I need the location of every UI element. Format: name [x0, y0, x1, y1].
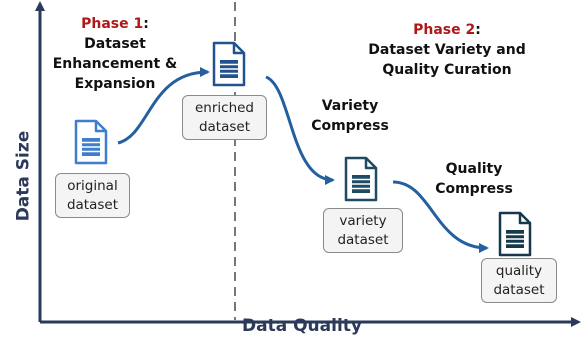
- y-axis-label: Data Size: [13, 130, 34, 222]
- flow-arrow-quality: [392, 180, 489, 253]
- x-axis-label: Data Quality: [242, 316, 362, 336]
- document-icon-enriched: [212, 41, 246, 87]
- document-icon-quality: [498, 211, 532, 257]
- flow-arrow-variety: [265, 75, 335, 185]
- phase2-title: Phase 2: Dataset Variety and Quality Cur…: [352, 20, 542, 80]
- phase2-line: Quality Curation: [382, 62, 512, 78]
- phase1-tag: Phase 1: [81, 16, 144, 32]
- phase1-line: Dataset: [84, 36, 146, 52]
- phase2-tag: Phase 2: [413, 22, 476, 38]
- flow-arrow-enhance: [117, 67, 210, 145]
- phase1-line: Expansion: [74, 76, 156, 92]
- step-quality-compress: Quality Compress: [435, 161, 513, 197]
- phase1-title: Phase 1: Dataset Enhancement & Expansion: [38, 14, 192, 94]
- step-variety-compress: Variety Compress: [311, 98, 389, 134]
- document-icon-original: [74, 119, 108, 165]
- phase1-line: Enhancement &: [52, 56, 178, 72]
- phase2-line: Dataset Variety and: [368, 42, 526, 58]
- document-icon-variety: [344, 156, 378, 202]
